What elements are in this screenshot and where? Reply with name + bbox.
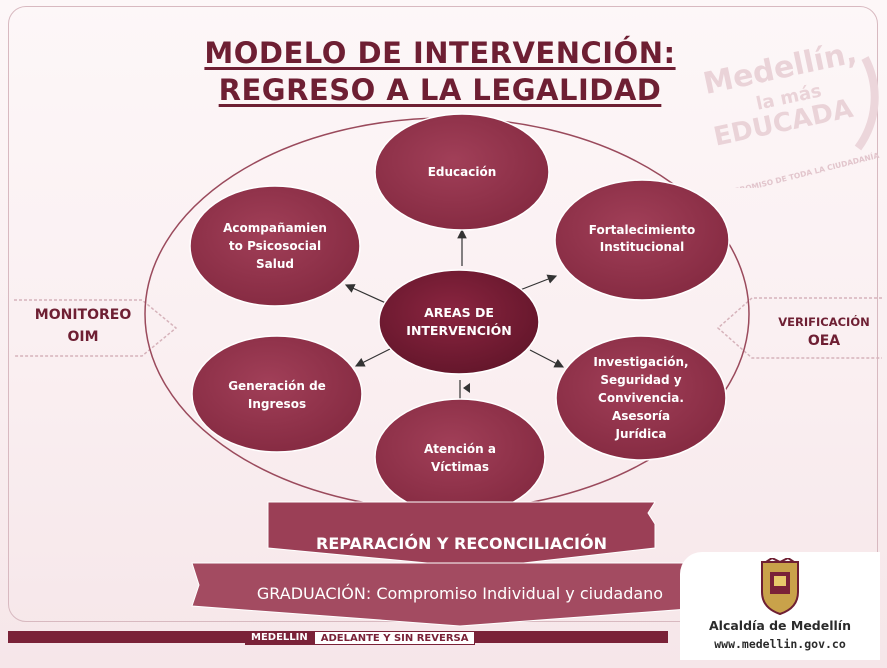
monitoreo-line1: MONITOREO <box>34 307 132 323</box>
center-line1: AREAS DE <box>424 305 494 320</box>
coat-of-arms-icon <box>761 558 799 616</box>
node-center: AREAS DE INTERVENCIÓN <box>378 269 540 375</box>
connector-acompanamiento <box>344 284 389 305</box>
node-generacion-line2: Ingresos <box>248 397 306 411</box>
watermark-swoosh <box>854 56 879 151</box>
center-line2: INTERVENCIÓN <box>406 323 511 338</box>
footer-slogan: MEDELLIN ADELANTE Y SIN REVERSA <box>245 631 476 645</box>
node-educacion-label: Educación <box>428 165 497 179</box>
node-fortalecimiento: Fortalecimiento Institucional <box>554 179 730 301</box>
connector-fortalecimiento <box>519 274 558 291</box>
node-fortalecimiento-line1: Fortalecimiento <box>589 223 695 237</box>
verificacion-line1: VERIFICACIÓN <box>778 315 870 329</box>
connector-investigacion <box>529 349 565 368</box>
title-line-1: MODELO DE INTERVENCIÓN: <box>204 36 676 70</box>
title-line-2: REGRESO A LA LEGALIDAD <box>218 73 662 107</box>
verificacion-line2: OEA <box>807 333 841 349</box>
connector-atencion-tick <box>463 383 470 393</box>
node-fortalecimiento-line2: Institucional <box>600 240 685 254</box>
node-investigacion-line4: Asesoría <box>612 409 670 423</box>
node-investigacion-line2: Seguridad y <box>600 373 681 387</box>
node-acompanamiento-line2: to Psicosocial <box>229 239 321 253</box>
medellin-educada-watermark: Medellín, la más EDUCADA COMPROMISO DE T… <box>700 35 880 188</box>
monitoreo-box-outline <box>14 299 178 357</box>
alcaldia-logo-box: Alcaldía de Medellín www.medellin.gov.co <box>680 552 880 660</box>
node-investigacion-line5: Jurídica <box>615 427 667 441</box>
reparacion-label: REPARACIÓN Y RECONCILIACIÓN <box>316 534 607 553</box>
graduacion-label: GRADUACIÓN: Compromiso Individual y ciud… <box>256 584 664 603</box>
node-generacion-line1: Generación de <box>228 379 326 393</box>
node-acompanamiento-line3: Salud <box>256 257 294 271</box>
verificacion-arrow-box <box>716 297 882 359</box>
node-generacion: Generación de Ingresos <box>191 335 363 453</box>
node-atencion-line2: Víctimas <box>431 460 489 474</box>
reparacion-banner <box>267 501 656 569</box>
node-investigacion-line1: Investigación, <box>593 355 688 369</box>
node-atencion: Atención a Víctimas <box>374 398 546 516</box>
node-educacion: Educación <box>374 113 550 231</box>
verificacion-box-outline <box>716 297 882 359</box>
verificacion-label: VERIFICACIÓN OEA <box>760 313 887 351</box>
node-investigacion-line3: Convivencia. <box>598 391 684 405</box>
logo-name: Alcaldía de Medellín <box>709 618 851 633</box>
node-acompanamiento-line1: Acompañamien <box>223 221 327 235</box>
footer-slogan-text: ADELANTE Y SIN REVERSA <box>313 631 476 645</box>
monitoreo-arrow-box <box>14 299 178 357</box>
node-investigacion: Investigación, Seguridad y Convivencia. … <box>555 335 727 461</box>
node-acompanamiento: Acompañamien to Psicosocial Salud <box>189 185 361 307</box>
connector-generacion <box>354 347 393 367</box>
logo-url: www.medellin.gov.co <box>714 637 846 651</box>
monitoreo-line2: OIM <box>67 329 99 345</box>
monitoreo-label: MONITOREO OIM <box>18 304 148 348</box>
node-atencion-line1: Atención a <box>424 442 496 456</box>
footer-brand: MEDELLIN <box>245 631 314 645</box>
